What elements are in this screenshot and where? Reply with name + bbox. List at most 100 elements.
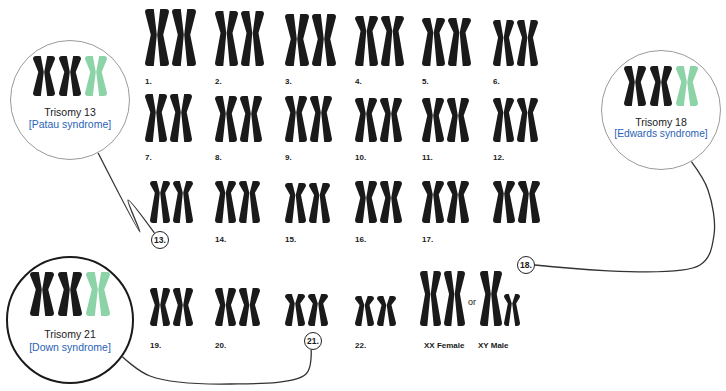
chromatid [227,11,238,66]
chromatid [42,272,54,316]
label-slot: 14. [215,228,226,246]
chromatid [458,98,469,142]
chromosome [145,9,169,66]
chromosome [377,296,396,326]
conjunction-text: or [468,298,476,308]
chromatid [156,94,167,142]
chromatid [366,181,377,223]
chromosome-set [30,9,698,326]
chromatid [355,296,364,326]
chromosome-number: 2. [215,78,222,87]
chromatid [215,181,225,223]
chromatid [355,98,366,142]
label-slot: 16. [355,228,366,246]
chromosome [355,296,374,326]
chromatid [70,272,82,316]
label-slot: 10. [355,146,366,164]
chromatid [173,181,183,223]
chromosome [215,181,236,223]
chromosome-number: 5. [422,78,429,87]
chromatid [150,288,160,326]
chromatid [444,271,454,326]
label-slot: 4. [355,70,362,88]
chromosome-number: 6. [493,78,500,87]
chromosome [173,181,193,223]
chromatid [285,183,295,223]
chromatid [308,294,318,326]
chromosome [380,98,402,142]
chromosome-number: 11. [422,154,433,163]
chromosome [145,94,167,142]
chromosome [676,66,698,106]
chromatid [296,96,307,142]
chromatid [157,9,169,66]
chromosome-number: 14. [215,236,226,245]
syndrome-name: [Down syndrome] [29,341,111,354]
chromosome-number: 3. [285,78,292,87]
chromatid [434,18,445,66]
chromatid [512,294,520,326]
label-slot: 12. [493,146,504,164]
chromosome [310,96,332,142]
chromosome [58,272,82,316]
label-slot: XY Male [478,334,509,352]
chromatid [447,181,458,223]
chromosome [504,294,520,326]
chromatid [518,181,529,223]
chromatid [324,14,336,66]
sex-chromosome-label: XY Male [478,342,509,351]
chromosome-number: 19. [150,342,161,351]
leader-line [98,153,154,233]
chromosome-number: 22. [355,342,366,351]
chromatid [366,98,377,142]
chromatid [312,14,324,66]
chromatid [215,288,225,326]
callout-title: Trisomy 21 [44,328,96,341]
syndrome-name: [Patau syndrome] [29,118,111,131]
chromatid [240,96,251,142]
label-slot: 5. [422,70,429,88]
chromosome [285,96,307,142]
chromosome [493,181,515,223]
chromosome [215,288,236,326]
chromatid [493,181,504,223]
chromosome [422,181,444,223]
chromatid [215,96,226,142]
chromosome-number: 4. [355,78,362,87]
circled-number: 13. [151,231,169,249]
chromatid [160,181,170,223]
chromosome [355,181,377,223]
chromosome [59,56,81,96]
chromatid [676,66,687,106]
chromatid [528,20,538,66]
chromatid [480,271,491,326]
chromosome-number: 20. [215,342,226,351]
label-slot: 20. [215,334,226,352]
chromatid [250,181,260,223]
chromatid [318,294,328,326]
chromatid [251,96,262,142]
label-slot: 9. [285,146,292,164]
chromosome [239,181,260,223]
chromosome [447,181,469,223]
chromatid [70,56,81,96]
chromatid [380,98,391,142]
chromatid [59,56,70,96]
chromosome [215,11,238,66]
leader-lines [98,153,714,384]
circled-number: 21. [304,332,322,350]
chromatid [504,294,512,326]
chromatid [455,271,465,326]
chromatid [183,288,193,326]
chromatid [528,98,538,142]
chromosome-number: 1. [145,78,152,87]
chromosome [150,181,170,223]
chromatid [458,181,469,223]
chromosome [380,181,402,223]
chromatid [387,296,396,326]
chromatid [448,18,459,66]
chromosome [285,294,305,326]
chromatid [504,20,514,66]
chromatid [433,181,444,223]
chromatid [355,181,366,223]
